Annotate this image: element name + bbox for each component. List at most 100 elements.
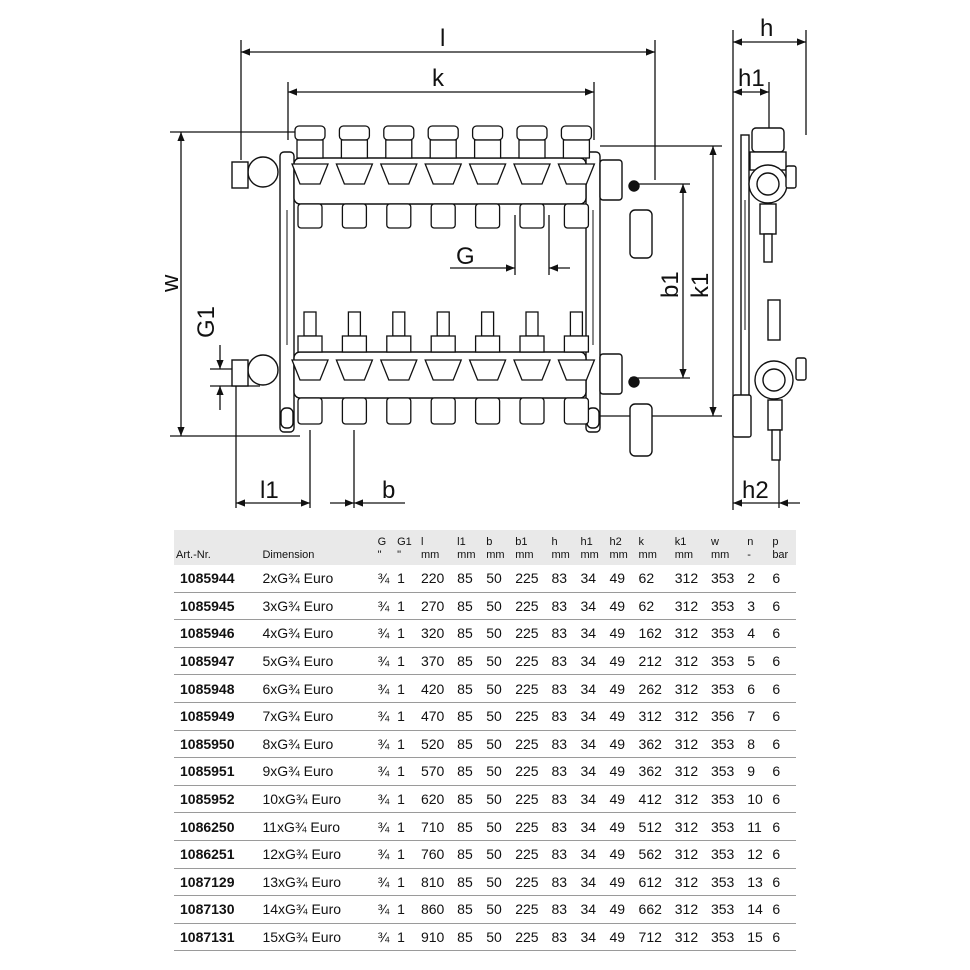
table-cell: 362: [636, 730, 673, 759]
outlet-nut: [297, 203, 323, 229]
flow-meter-body: [340, 139, 369, 159]
outlet-nut: [519, 203, 545, 229]
table-cell: 225: [513, 868, 550, 897]
table-cell: 312: [672, 565, 709, 593]
column-header: G1": [395, 530, 419, 565]
table-cell: 85: [455, 565, 485, 593]
table-cell: 5: [745, 647, 771, 676]
table-cell: 85: [455, 923, 485, 952]
table-cell: 1: [395, 619, 419, 648]
table-cell: 10: [745, 785, 771, 814]
circuit-body: [513, 359, 551, 381]
table-cell: ¾: [375, 702, 396, 731]
table-cell: 49: [607, 868, 637, 897]
table-cell: 50: [484, 923, 514, 952]
table-cell: 62: [636, 592, 673, 621]
circuit-body: [424, 163, 463, 185]
table-cell: 1: [395, 674, 419, 703]
table-cell: 225: [513, 895, 550, 924]
table-cell: 353: [708, 565, 746, 593]
table-cell: 50: [484, 674, 514, 703]
outlet-nut: [474, 203, 501, 229]
table-cell: 85: [455, 647, 485, 676]
manifold-side-view: [732, 127, 807, 461]
table-cell: 50: [484, 730, 514, 759]
table-cell: 312: [672, 674, 709, 703]
table-cell: 312: [672, 923, 709, 952]
table-cell: 370: [418, 647, 456, 676]
table-cell: 860: [418, 895, 456, 924]
valve-bonnet: [563, 335, 590, 353]
circuit-body: [557, 163, 596, 185]
table-cell: 6: [770, 757, 796, 786]
outlet-nut: [563, 203, 590, 229]
circuit-body: [379, 163, 418, 185]
flow-meter-cap: [383, 125, 415, 141]
circuit-body: [513, 163, 551, 185]
table-cell: 6: [770, 647, 796, 676]
table-cell: 1: [395, 565, 419, 593]
table-cell: 34: [578, 702, 608, 731]
table-cell: 6: [770, 785, 796, 814]
flow-meter-body: [562, 139, 591, 159]
table-cell: 34: [578, 785, 608, 814]
table-cell: 83: [549, 840, 579, 869]
table-cell: 83: [549, 868, 579, 897]
article-number-cell: 1085947: [174, 647, 261, 676]
table-cell: 34: [578, 674, 608, 703]
table-cell: 1: [395, 785, 419, 814]
table-cell: 85: [455, 619, 485, 648]
table-cell: 34: [578, 812, 608, 841]
circuit-body: [557, 359, 596, 381]
table-cell: 6: [770, 923, 796, 952]
table-cell: 49: [607, 565, 637, 593]
article-number-cell: 1085951: [174, 757, 261, 786]
table-cell: 83: [549, 757, 579, 786]
table-cell: 34: [578, 565, 608, 593]
table-cell: 362: [636, 757, 673, 786]
table-cell: 34: [578, 730, 608, 759]
table-cell: 49: [607, 730, 637, 759]
table-cell: 1: [395, 923, 419, 952]
table-cell: 6: [770, 592, 796, 621]
table-cell: 83: [549, 785, 579, 814]
dim-label-h2: h2: [742, 477, 769, 504]
table-cell: 220: [418, 565, 456, 593]
table-cell: 6: [770, 895, 796, 924]
table-cell: 262: [636, 674, 673, 703]
table-cell: 320: [418, 619, 456, 648]
table-cell: 620: [418, 785, 456, 814]
column-header: Art.-Nr.: [174, 530, 261, 565]
table-cell: 225: [513, 647, 550, 676]
table-cell: 312: [672, 757, 709, 786]
table-cell: 1: [395, 812, 419, 841]
table-cell: 3: [745, 592, 771, 621]
circuit-body: [424, 359, 463, 381]
table-cell: 6: [770, 702, 796, 731]
outlet-nut: [430, 203, 456, 229]
table-cell: 83: [549, 592, 579, 621]
table-cell: 49: [607, 619, 637, 648]
article-number-cell: 1087130: [174, 895, 261, 924]
table-cell: 312: [672, 840, 709, 869]
table-cell: 4xG¾ Euro: [260, 619, 376, 648]
table-cell: 420: [418, 674, 456, 703]
article-number-cell: 1086250: [174, 812, 261, 841]
table-cell: 9xG¾ Euro: [260, 757, 376, 786]
dim-label-k1: k1: [687, 273, 714, 298]
circuit-body: [335, 359, 374, 381]
table-cell: 3xG¾ Euro: [260, 592, 376, 621]
flow-meter-cap: [294, 125, 326, 141]
outlet-nut: [519, 397, 545, 425]
